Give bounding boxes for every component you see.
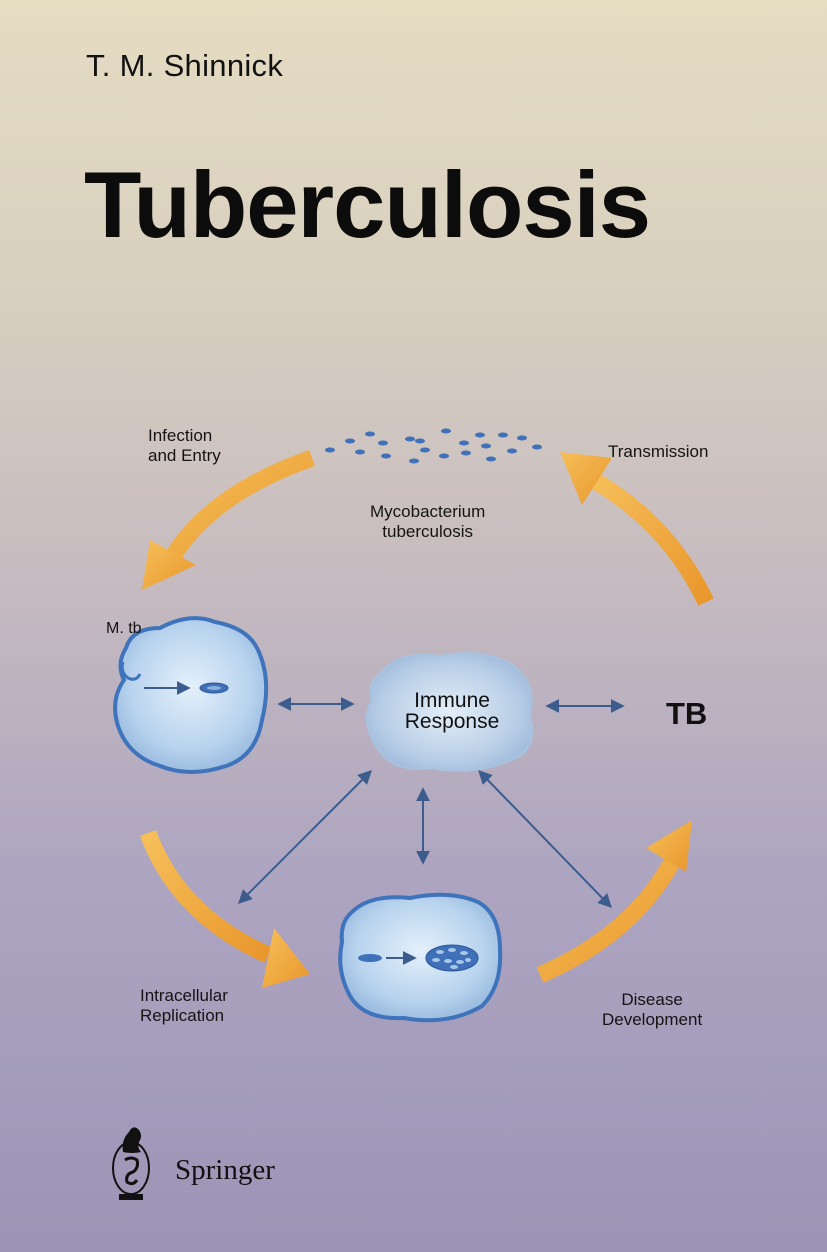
tb-label: TB xyxy=(666,696,708,731)
immune-links xyxy=(238,697,625,909)
immune-line-2: Response xyxy=(404,710,500,733)
label-disease-development: Disease Development xyxy=(602,990,703,1029)
arrow-transmission xyxy=(560,452,714,606)
label-mtb: M. tb xyxy=(106,620,142,637)
publisher-name: Springer xyxy=(175,1154,275,1186)
link-immune-disease xyxy=(478,769,612,909)
label-mycobacterium: Mycobacterium tuberculosis xyxy=(370,502,486,541)
arrow-infection-entry xyxy=(142,449,315,590)
infected-cell-bottom xyxy=(338,892,503,1023)
arrow-disease-development xyxy=(536,820,692,983)
springer-knight-logo xyxy=(112,1127,150,1200)
infected-cell-left xyxy=(113,616,269,774)
label-intracellular-replication: Intracellular Replication xyxy=(140,986,228,1025)
author-name: T. M. Shinnick xyxy=(86,48,284,83)
immune-response-blob xyxy=(365,652,534,772)
immune-response-label: Immune Response xyxy=(372,690,532,732)
mycobacteria-cluster xyxy=(325,428,542,464)
link-immune-bottomleft xyxy=(238,770,372,904)
arrow-intracellular-replication xyxy=(140,830,310,988)
book-title: Tuberculosis xyxy=(84,152,651,257)
label-infection-entry: Infection and Entry xyxy=(148,426,221,465)
immune-line-1: Immune xyxy=(414,689,490,712)
label-transmission: Transmission xyxy=(608,442,709,461)
